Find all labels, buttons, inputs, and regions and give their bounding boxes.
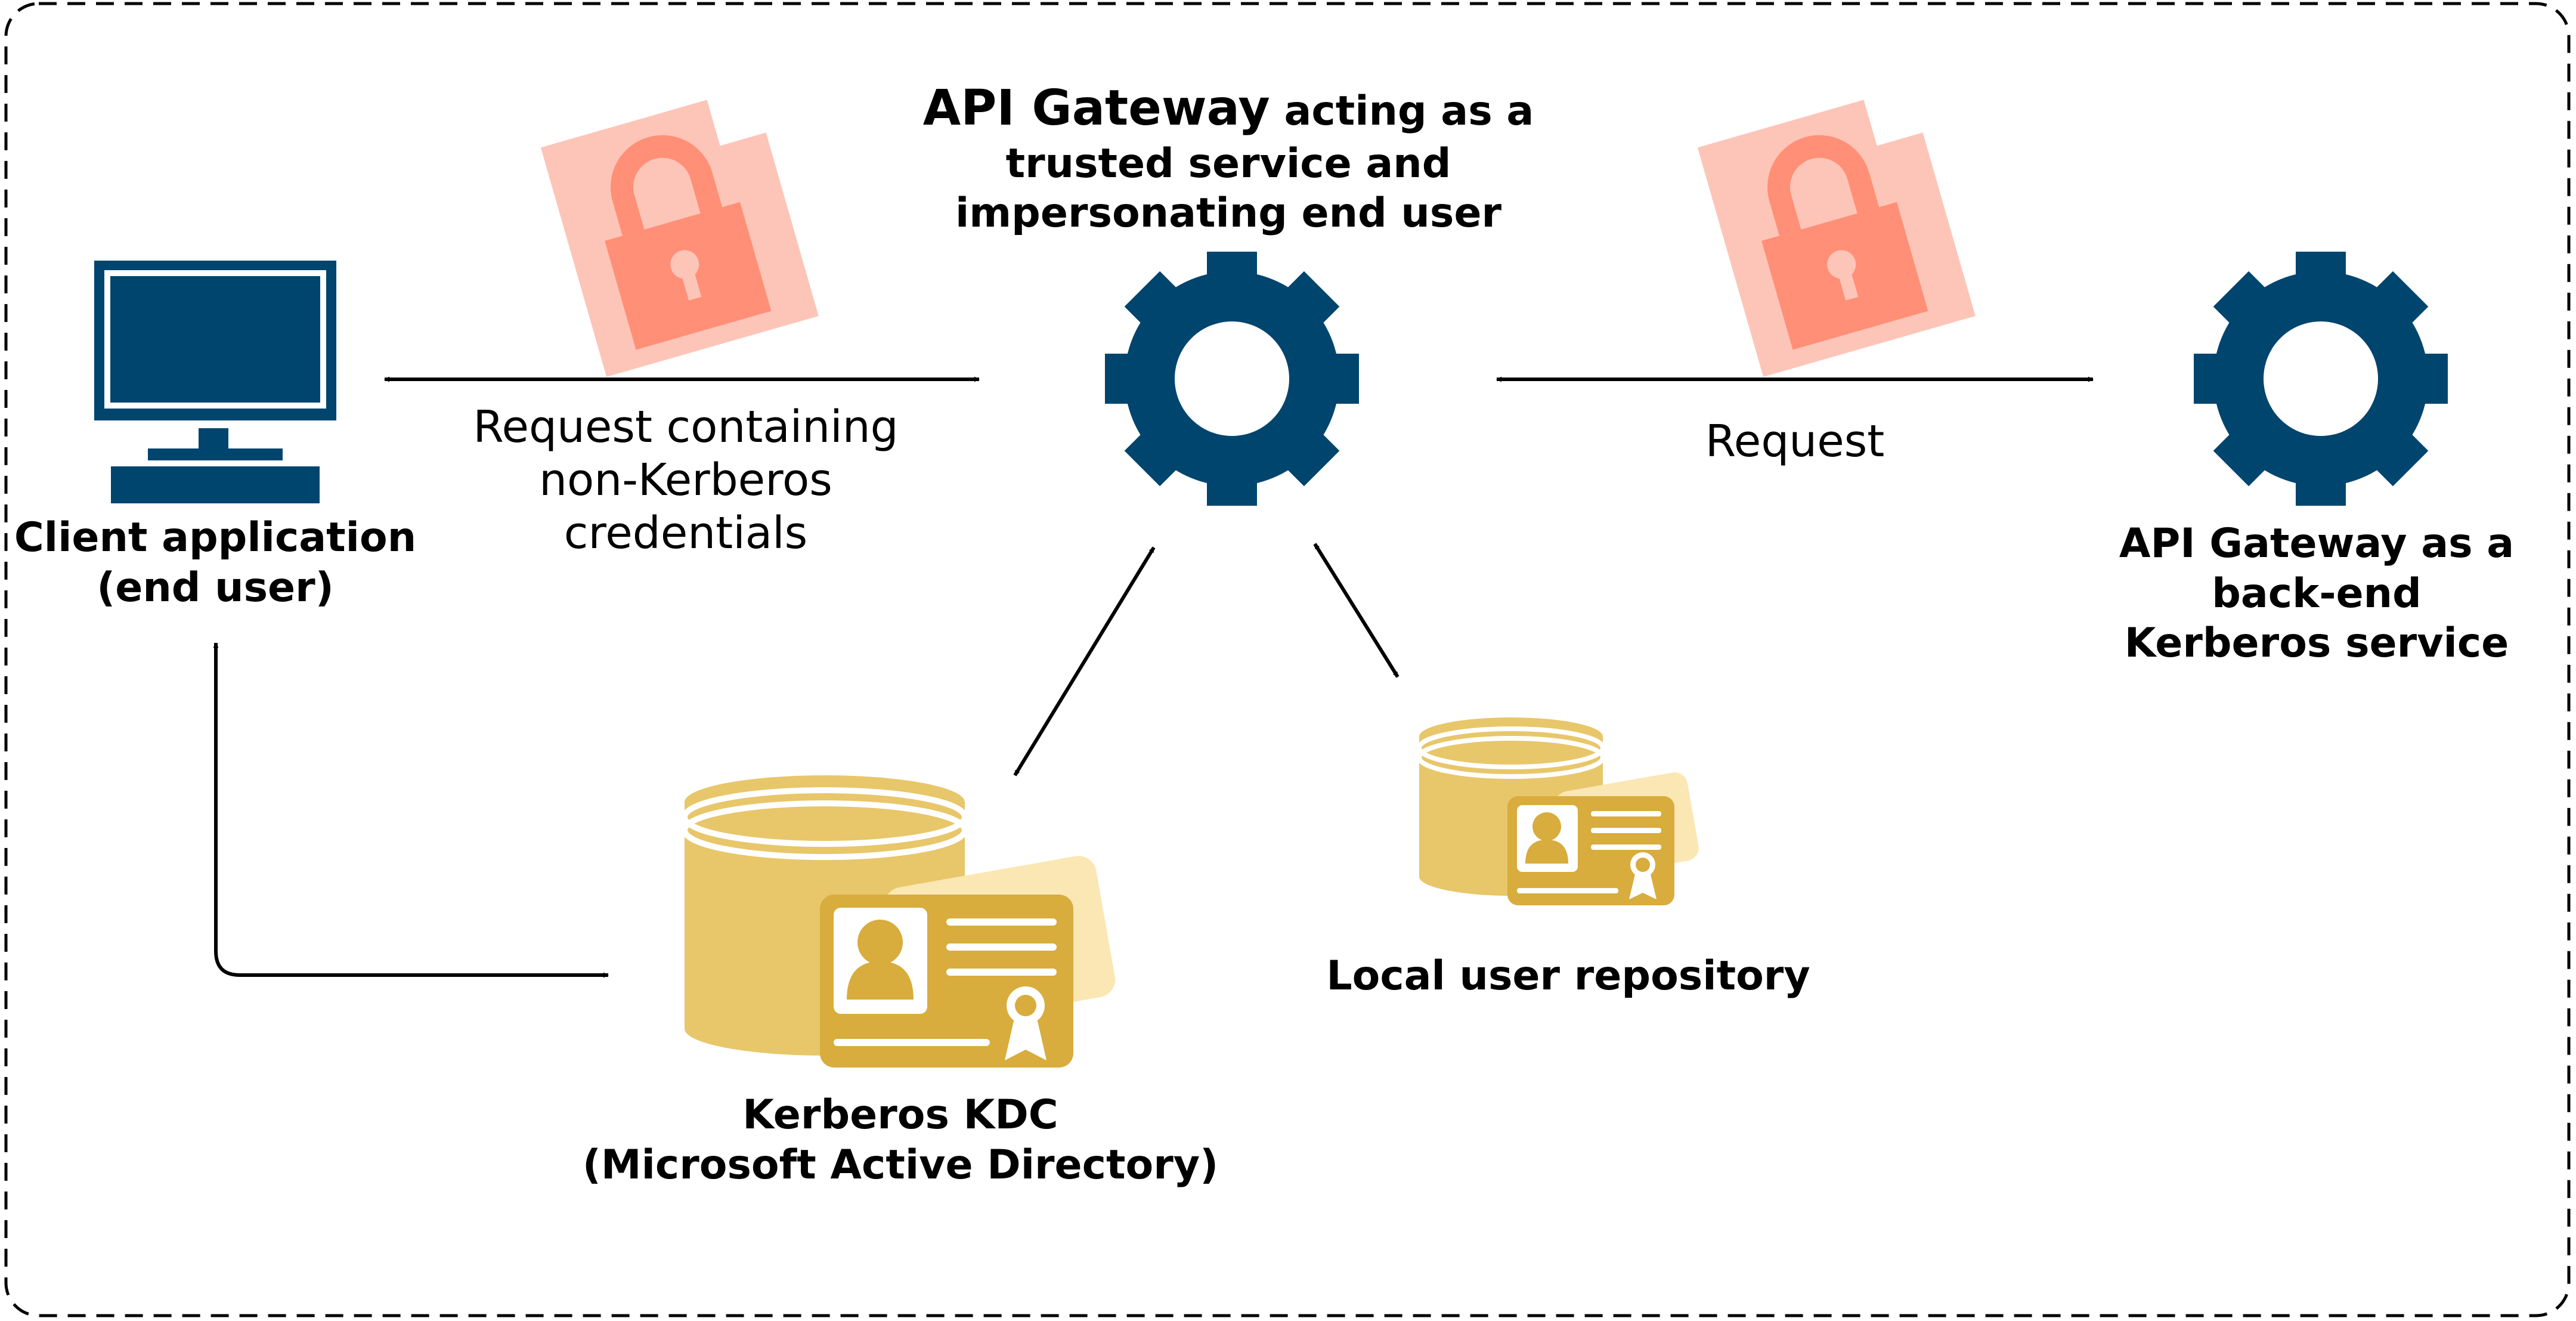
diagram-frame <box>4 2 2571 1317</box>
gear-icon <box>1105 252 1359 506</box>
arrow-gateway-local-repo <box>1313 543 1400 678</box>
gear-icon <box>2194 252 2448 506</box>
locked-document-icon <box>540 100 819 377</box>
arrow-client-kdc <box>213 642 609 978</box>
database-with-id-card-icon <box>682 775 1116 1068</box>
arrow-gateway-kdc <box>1013 546 1156 776</box>
database-with-id-card-icon <box>1417 717 1699 905</box>
locked-document-icon <box>1697 100 1976 377</box>
computer-monitor-icon <box>94 261 336 503</box>
